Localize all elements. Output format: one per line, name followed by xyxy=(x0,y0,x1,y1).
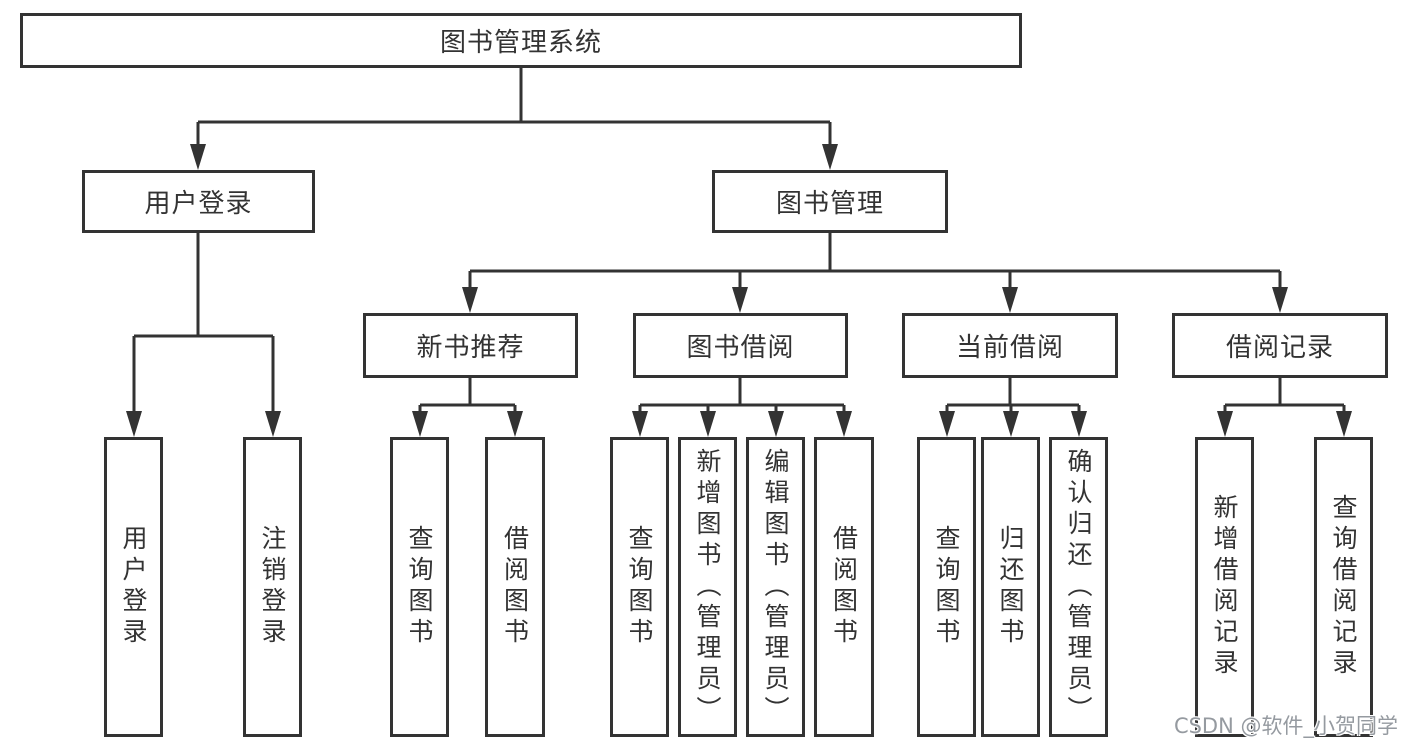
connector-line xyxy=(945,378,1081,414)
connector-user-login-children xyxy=(126,233,281,437)
arrowhead xyxy=(822,144,838,170)
leaf-edit-book-admin: 编辑图书（管理员） xyxy=(746,437,805,737)
leaf-borrow-books-newrec-label: 借阅图书 xyxy=(500,525,530,649)
arrowhead xyxy=(507,411,523,437)
arrowhead xyxy=(1003,411,1019,437)
connector-line xyxy=(132,233,275,414)
arrowhead xyxy=(939,411,955,437)
arrowhead xyxy=(732,287,748,313)
leaf-add-borrow-record-label: 新增借阅记录 xyxy=(1210,494,1239,680)
leaf-user-login-label: 用户登录 xyxy=(119,525,148,649)
arrowhead xyxy=(632,411,648,437)
arrowhead xyxy=(265,411,281,437)
connector-book-borrow-children xyxy=(632,378,852,437)
node-root: 图书管理系统 xyxy=(20,13,1022,68)
connector-line xyxy=(196,68,832,147)
leaf-query-borrow-record-label: 查询借阅记录 xyxy=(1329,494,1358,680)
leaf-query-borrow-record: 查询借阅记录 xyxy=(1314,437,1373,737)
node-user-login: 用户登录 xyxy=(82,170,315,233)
connector-book-management-to-level3 xyxy=(462,233,1288,313)
connector-line xyxy=(468,233,1282,290)
node-current-borrowing: 当前借阅 xyxy=(902,313,1118,378)
leaf-return-books: 归还图书 xyxy=(981,437,1040,737)
arrowhead xyxy=(700,411,716,437)
leaf-return-books-label: 归还图书 xyxy=(996,525,1025,649)
leaf-add-book-admin: 新增图书（管理员） xyxy=(678,437,737,737)
arrowhead xyxy=(412,411,428,437)
leaf-logout-label: 注销登录 xyxy=(258,525,287,649)
connector-root-to-level2 xyxy=(190,68,838,170)
arrowhead xyxy=(1336,411,1352,437)
connector-borrow-records-children xyxy=(1217,378,1352,437)
leaf-borrow-books-label: 借阅图书 xyxy=(829,525,859,649)
connector-line xyxy=(418,378,517,414)
leaf-logout: 注销登录 xyxy=(243,437,302,737)
arrowhead xyxy=(462,287,478,313)
arrowhead xyxy=(126,411,142,437)
node-root-label: 图书管理系统 xyxy=(439,28,602,58)
leaf-edit-book-admin-label: 编辑图书（管理员） xyxy=(761,447,790,727)
node-book-management-label: 图书管理 xyxy=(775,189,884,219)
leaf-query-books-current-label: 查询图书 xyxy=(932,525,961,649)
connector-current-borrow-children xyxy=(939,378,1087,437)
arrowhead xyxy=(1002,287,1018,313)
leaf-query-books-borrow-label: 查询图书 xyxy=(625,525,654,649)
leaf-confirm-return-admin: 确认归还（管理员） xyxy=(1049,437,1108,737)
arrowhead xyxy=(1272,287,1288,313)
leaf-borrow-books-newrec: 借阅图书 xyxy=(485,437,545,737)
node-book-borrowing-label: 图书借阅 xyxy=(686,333,795,363)
node-book-borrowing: 图书借阅 xyxy=(633,313,848,378)
arrowhead xyxy=(836,411,852,437)
arrowhead xyxy=(1217,411,1233,437)
node-user-login-label: 用户登录 xyxy=(144,189,253,219)
leaf-query-books-newrec-label: 查询图书 xyxy=(405,525,434,649)
node-current-borrowing-label: 当前借阅 xyxy=(955,333,1064,363)
leaf-query-books-current: 查询图书 xyxy=(917,437,976,737)
node-new-book-recommendation-label: 新书推荐 xyxy=(416,333,525,363)
connector-line xyxy=(638,378,846,414)
arrowhead xyxy=(768,411,784,437)
arrowhead xyxy=(1071,411,1087,437)
connector-line xyxy=(1223,378,1346,414)
leaf-add-borrow-record: 新增借阅记录 xyxy=(1195,437,1254,737)
connector-new-book-children xyxy=(412,378,523,437)
leaf-query-books-newrec: 查询图书 xyxy=(390,437,449,737)
node-new-book-recommendation: 新书推荐 xyxy=(363,313,578,378)
node-book-management: 图书管理 xyxy=(712,170,948,233)
leaf-user-login: 用户登录 xyxy=(104,437,163,737)
csdn-watermark: CSDN @软件_小贺同学 xyxy=(1173,714,1398,738)
node-borrowing-records: 借阅记录 xyxy=(1172,313,1388,378)
leaf-confirm-return-admin-label: 确认归还（管理员） xyxy=(1064,447,1093,727)
node-borrowing-records-label: 借阅记录 xyxy=(1225,333,1334,363)
leaf-add-book-admin-label: 新增图书（管理员） xyxy=(693,447,722,727)
leaf-borrow-books: 借阅图书 xyxy=(814,437,874,737)
leaf-query-books-borrow: 查询图书 xyxy=(610,437,669,737)
arrowhead xyxy=(190,144,206,170)
